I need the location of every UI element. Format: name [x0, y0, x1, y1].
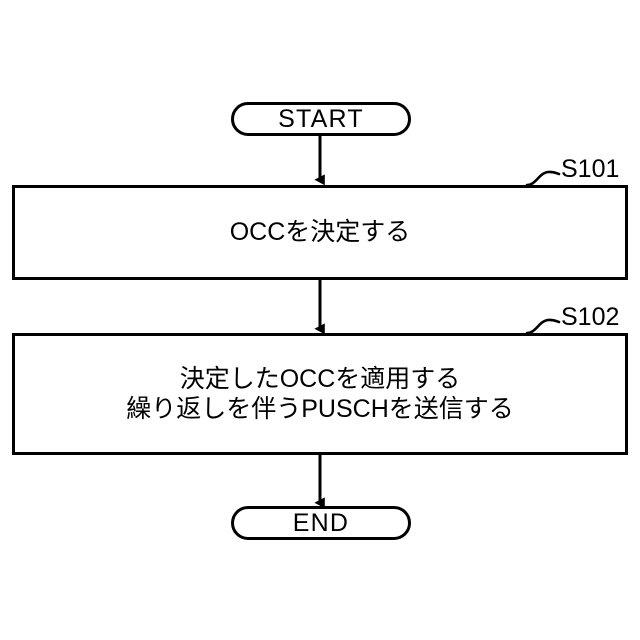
process-1-box: [12, 185, 628, 280]
end-terminator-shape: [231, 506, 411, 540]
leader-s101: [525, 170, 561, 187]
start-terminator-shape: [231, 102, 411, 136]
leader-s102: [525, 318, 561, 335]
process-2-box: [12, 333, 628, 455]
